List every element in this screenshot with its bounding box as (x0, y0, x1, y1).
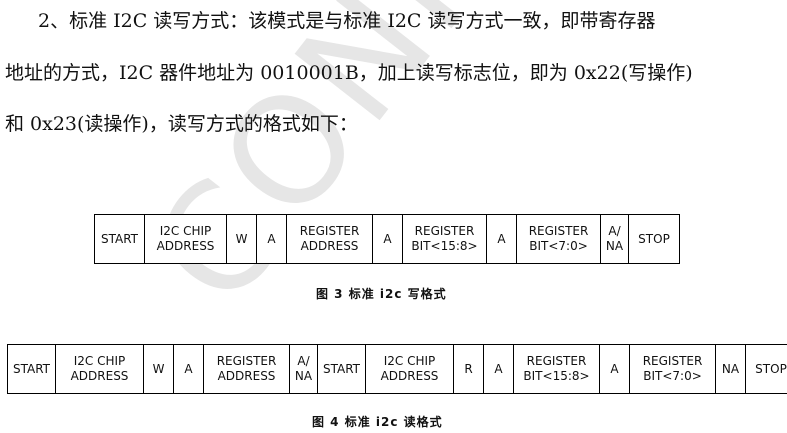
frame-field-cell: A (174, 345, 204, 393)
frame-field-cell: W (227, 215, 257, 263)
frame-field-cell: I2C CHIP ADDRESS (145, 215, 227, 263)
frame-field-cell: A/ NA (290, 345, 318, 393)
frame-field-cell: A (487, 215, 517, 263)
figure-3-caption: 图 3 标准 i2c 写格式 (316, 287, 447, 301)
frame-field-cell: I2C CHIP ADDRESS (366, 345, 454, 393)
frame-field-cell: A (257, 215, 287, 263)
frame-field-cell: REGISTER BIT<7:0> (630, 345, 716, 393)
paragraph-line-2: 地址的方式，I2C 器件地址为 0010001B，加上读写标志位，即为 0x22… (5, 62, 693, 84)
frame-field-cell: NA (716, 345, 746, 393)
frame-field-cell: START (95, 215, 145, 263)
frame-field-cell: STOP (755, 361, 787, 376)
figure-4-caption: 图 4 标准 i2c 读格式 (312, 415, 443, 429)
frame-field-cell: REGISTER BIT<7:0> (517, 215, 601, 263)
confidential-watermark: CONFIDENTIAL (120, 0, 787, 336)
frame-field-cell: START (8, 345, 56, 393)
paragraph-line-1: 2、标准 I2C 读写方式：该模式是与标准 I2C 读写方式一致，即带寄存器 (38, 10, 656, 32)
frame-field-cell: W (144, 345, 174, 393)
frame-field-cell: A/ NA (601, 215, 629, 263)
frame-field-cell: REGISTER BIT<15:8> (403, 215, 487, 263)
frame-field-cell: STOP (638, 231, 670, 246)
paragraph-line-3: 和 0x23(读操作)，读写方式的格式如下： (5, 113, 358, 135)
frame-field-cell: A (373, 215, 403, 263)
frame-field-cell: START (318, 345, 366, 393)
frame-field-cell: A (484, 345, 514, 393)
frame-field-cell: I2C CHIP ADDRESS (56, 345, 144, 393)
frame-field-cell: REGISTER ADDRESS (204, 345, 290, 393)
frame-field-cell: R (454, 345, 484, 393)
frame-field-cell: A (600, 345, 630, 393)
frame-field-cell: REGISTER ADDRESS (287, 215, 373, 263)
frame-field-cell: REGISTER BIT<15:8> (514, 345, 600, 393)
